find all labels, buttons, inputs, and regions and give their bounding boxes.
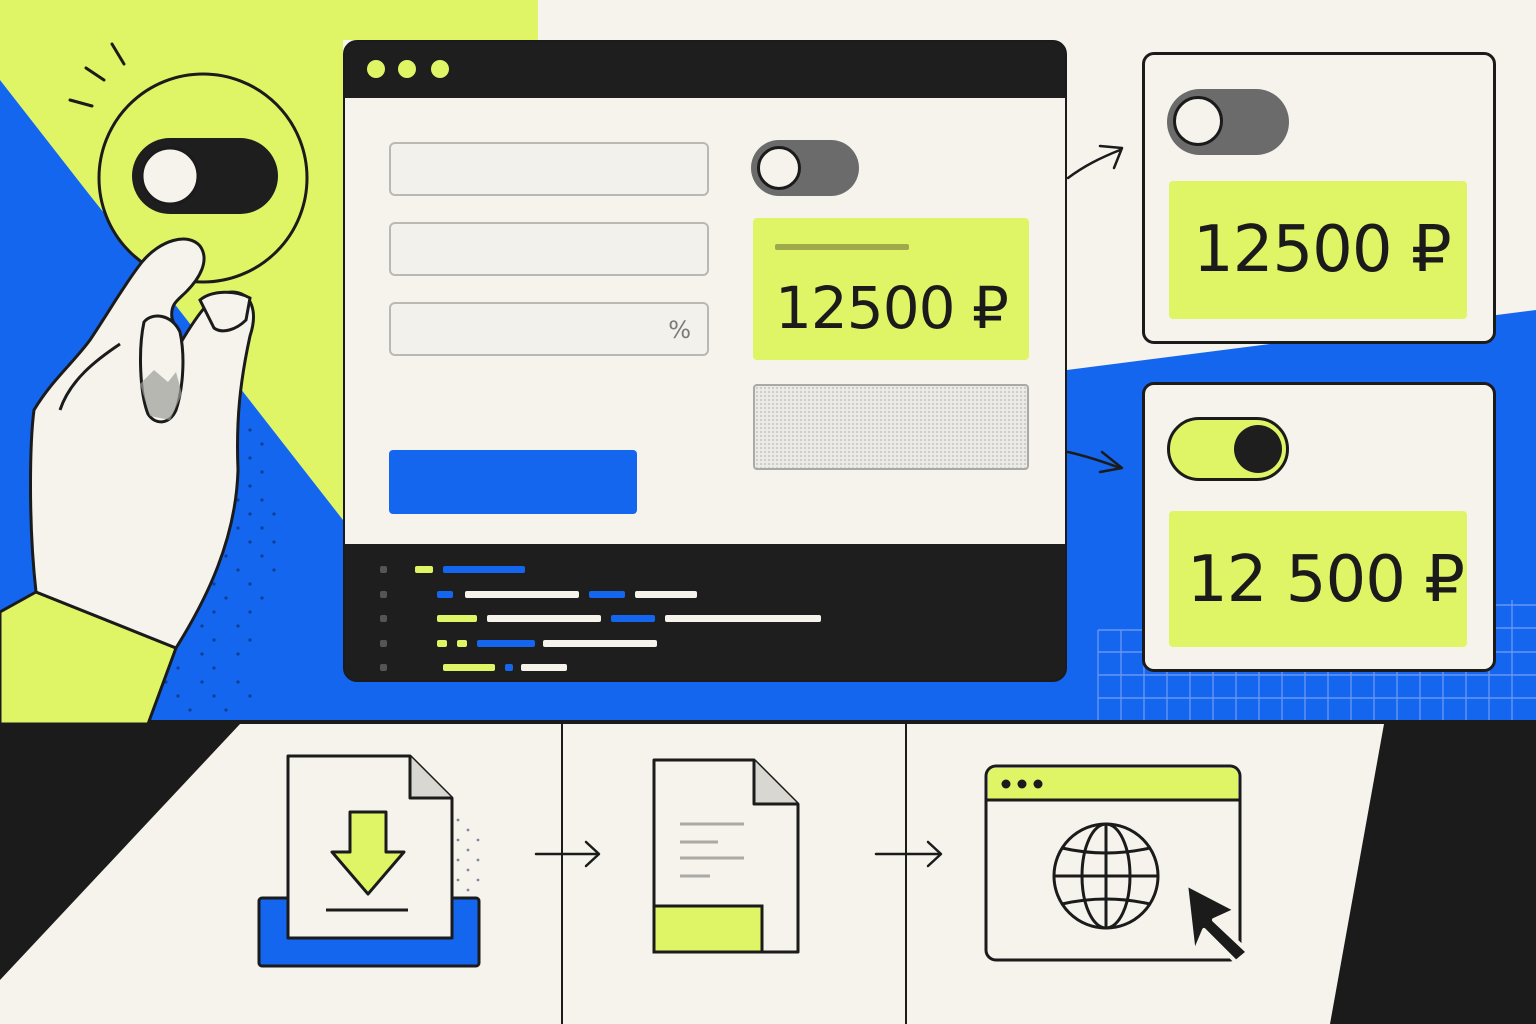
line-marker	[380, 640, 387, 647]
code-editor	[345, 544, 1065, 680]
window-dot	[431, 60, 449, 78]
submit-button[interactable]	[389, 450, 637, 514]
image-placeholder	[753, 384, 1029, 470]
toggle-knob	[1173, 96, 1223, 146]
price-value: 12500 ₽	[1193, 213, 1452, 287]
browser-globe-icon	[984, 764, 1242, 962]
line-marker	[380, 664, 387, 671]
code-token	[443, 566, 525, 573]
code-token	[437, 615, 477, 622]
toggle-switch[interactable]	[1167, 417, 1289, 481]
code-token	[487, 615, 601, 622]
window-dot	[398, 60, 416, 78]
code-token	[665, 615, 821, 622]
form-panel: % 12500 ₽	[345, 98, 1065, 544]
code-token	[443, 664, 495, 671]
toggle-switch-icon	[132, 138, 278, 214]
text-field[interactable]	[389, 222, 709, 276]
document-icon	[652, 758, 800, 954]
price-value: 12 500 ₽	[1187, 543, 1465, 617]
price-card: 12500 ₽	[1169, 181, 1467, 319]
code-token	[477, 640, 535, 647]
price-value: 12500 ₽	[775, 274, 1009, 342]
code-token	[543, 640, 657, 647]
line-marker	[380, 591, 387, 598]
app-window: % 12500 ₽	[343, 40, 1067, 682]
label-placeholder-line	[775, 244, 909, 250]
percent-suffix: %	[668, 316, 691, 344]
line-marker	[380, 566, 387, 573]
code-token	[635, 591, 697, 598]
code-token	[505, 664, 513, 671]
code-token	[437, 640, 447, 647]
variant-card-on: 12 500 ₽	[1142, 382, 1496, 672]
mouse-pointer-icon	[1184, 882, 1250, 964]
variant-card-off: 12500 ₽	[1142, 52, 1496, 344]
code-token	[457, 640, 467, 647]
line-marker	[380, 615, 387, 622]
toggle-knob	[1234, 425, 1282, 473]
code-token	[415, 566, 433, 573]
percent-field[interactable]: %	[389, 302, 709, 356]
code-token	[589, 591, 625, 598]
code-token	[521, 664, 567, 671]
text-field[interactable]	[389, 142, 709, 196]
toggle-switch[interactable]	[1167, 89, 1289, 155]
toggle-knob	[757, 146, 801, 190]
toggle-switch[interactable]	[751, 140, 859, 196]
code-token	[611, 615, 655, 622]
code-token	[465, 591, 579, 598]
download-file-icon	[257, 754, 481, 968]
code-token	[437, 591, 453, 598]
window-dot	[367, 60, 385, 78]
price-card: 12 500 ₽	[1169, 511, 1467, 647]
price-preview-card: 12500 ₽	[753, 218, 1029, 360]
